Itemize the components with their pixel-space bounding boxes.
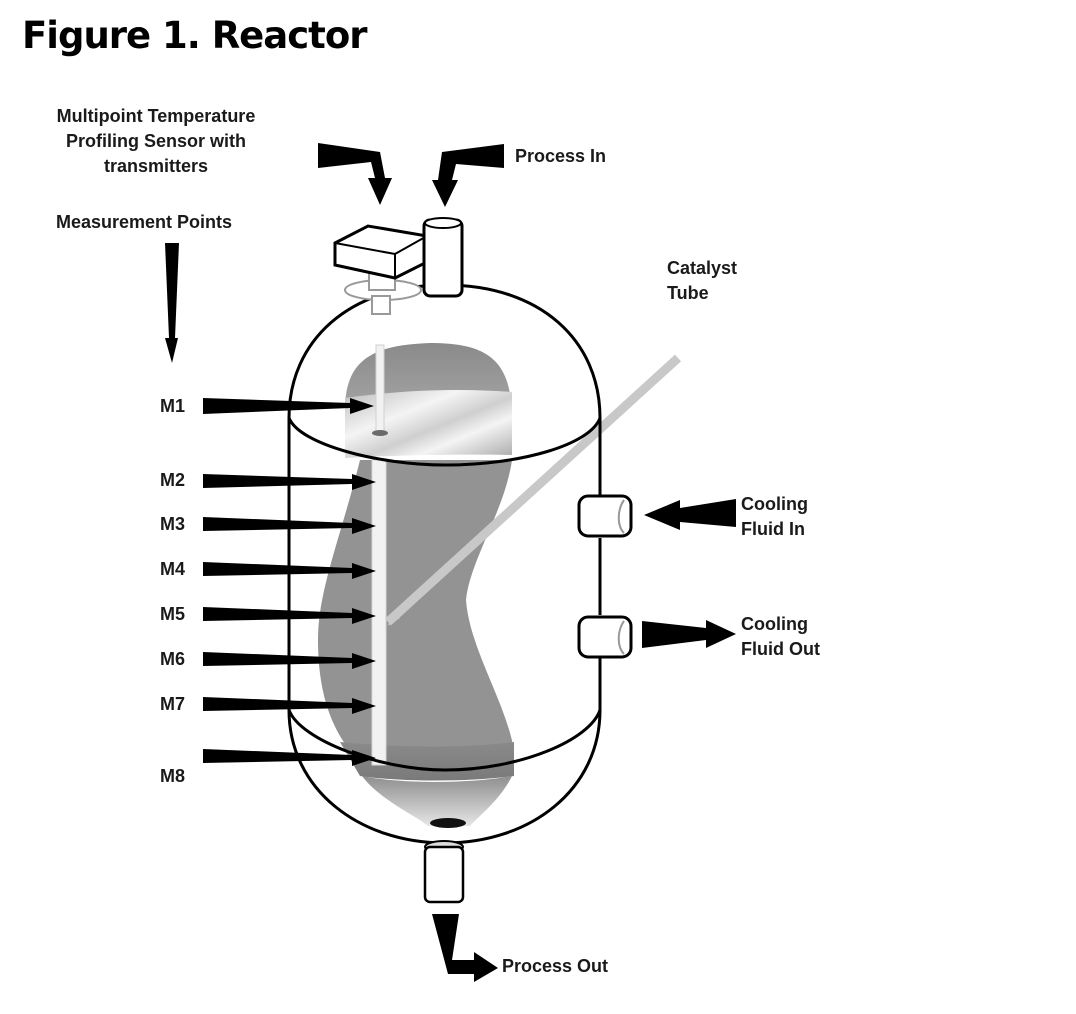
cooling-in-label: Cooling Fluid In [741,492,808,542]
catalyst-tube-label-line: Catalyst [667,258,738,278]
process-in-label: Process In [515,146,607,166]
measurement-point-label: M8 [160,766,186,786]
sensor-label-line: Profiling Sensor with [65,131,246,151]
catalyst-bed [318,343,514,826]
cooling-out-label-line: Cooling [741,614,808,634]
measurement-point-label: M5 [160,604,186,624]
process-in-arrow-icon [432,144,504,207]
arrow-m3-icon [203,517,376,534]
measurement-point-label: M7 [160,694,186,714]
sensor-arrow-icon [318,143,392,205]
arrow-m2-icon [203,474,376,490]
arrow-m1-icon [203,398,374,414]
cooling-in-nozzle [577,494,633,538]
arrow-m7-icon [203,697,376,714]
measurement-arrows [203,398,376,766]
process-in-nozzle [422,217,464,298]
cooling-in-label-line: Cooling [741,494,808,514]
process-out-arrow-icon [432,914,498,982]
cooling-out-label: Cooling Fluid Out [741,612,820,662]
arrow-m4-icon [203,562,376,579]
measurement-point-label: M4 [160,559,186,579]
arrow-m5-icon [203,607,376,624]
sensor-label-line: Multipoint Temperature [56,106,256,126]
measurement-point-label: M3 [160,514,186,534]
catalyst-tube-tip [388,612,400,626]
figure-title: Figure 1. Reactor [22,14,368,57]
process-out-label: Process Out [502,956,609,976]
catalyst-tube-label: Catalyst Tube [667,256,737,306]
cooling-out-nozzle [577,615,633,659]
sensor-label-line: transmitters [103,156,209,176]
measurement-point-label: M1 [160,396,186,416]
cooling-out-label-line: Fluid Out [741,639,820,659]
measurement-point-label: M2 [160,470,186,490]
arrow-m8-icon [203,749,376,766]
arrow-m6-icon [203,652,376,669]
catalyst-tube [384,354,682,626]
catalyst-tube-label-line: Tube [667,283,709,303]
cooling-in-arrow-icon [644,499,736,530]
sensor-transmitter [333,224,429,315]
cooling-out-arrow-icon [642,620,736,648]
process-out-nozzle [423,818,466,904]
cooling-in-label-line: Fluid In [741,519,805,539]
measurement-points-label: Measurement Points [56,212,233,232]
sensor-label: Multipoint Temperature Profiling Sensor … [40,104,272,179]
measurement-point-label: M6 [160,649,186,669]
measurement-points-arrow-icon [165,243,179,363]
